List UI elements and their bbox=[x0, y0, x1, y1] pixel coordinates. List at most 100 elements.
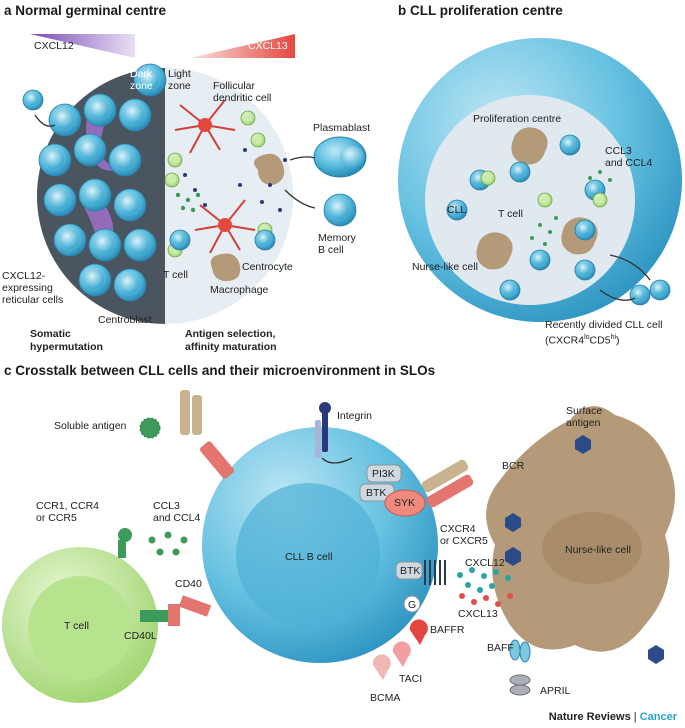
g-protein bbox=[403, 595, 421, 613]
btk-box-2 bbox=[395, 561, 423, 580]
somatic-label-2: hypermutation bbox=[30, 341, 103, 353]
nurse-label-c: Nurse-like cell bbox=[565, 544, 631, 556]
macrophage-label: Macrophage bbox=[210, 284, 269, 296]
light-zone bbox=[165, 68, 293, 324]
entry-arrow bbox=[34, 114, 56, 127]
t-cell-label-c: T cell bbox=[64, 620, 89, 632]
to-memory-arrow bbox=[284, 189, 316, 209]
soluble-antigen bbox=[139, 417, 161, 439]
chemokine-dots bbox=[175, 192, 201, 213]
cxcr-end: ) bbox=[616, 334, 620, 347]
reticular-label-1: CXCL12- bbox=[2, 270, 46, 282]
panel-a-title: a Normal germinal centre bbox=[4, 3, 167, 18]
syk-ellipse bbox=[384, 489, 426, 517]
cxcl13-dots bbox=[459, 593, 513, 607]
exit-arrow bbox=[599, 289, 636, 301]
macrophage bbox=[254, 153, 285, 185]
cxcr-label-c-2: or CXCR5 bbox=[440, 535, 488, 547]
surface-antigens bbox=[505, 435, 664, 664]
centrocyte-label: Centrocyte bbox=[242, 261, 293, 273]
reticular-label-2: expressing bbox=[2, 282, 53, 294]
bcma-label: BCMA bbox=[370, 692, 401, 704]
ccl-dots-c bbox=[148, 531, 188, 556]
antigen-sel-label-2: affinity maturation bbox=[185, 341, 277, 353]
panel-c-title: c Crosstalk between CLL cells and their … bbox=[4, 363, 436, 378]
cd40-label: CD40 bbox=[175, 578, 202, 590]
taci-label: TACI bbox=[399, 673, 423, 685]
cd40-receptor bbox=[168, 604, 180, 626]
soluble-label: Soluble antigen bbox=[54, 420, 127, 432]
bcr-right bbox=[421, 459, 474, 508]
integrin-label: Integrin bbox=[337, 410, 373, 422]
t-cell-nucleus bbox=[28, 576, 132, 680]
ccl-label-2: and CCL4 bbox=[605, 157, 653, 169]
light-zone-label-2: zone bbox=[168, 80, 191, 92]
ccl-label-1: CCL3 bbox=[605, 145, 632, 157]
cll-b-cell-label: CLL B cell bbox=[285, 551, 333, 563]
cxcl13-label: CXCL13 bbox=[248, 40, 288, 52]
panel-b bbox=[398, 38, 682, 322]
cxcr-sup-lo: lo bbox=[584, 334, 590, 341]
plasmablast-label: Plasmablast bbox=[313, 122, 371, 134]
panel-c bbox=[2, 390, 675, 703]
ccl-dots bbox=[530, 170, 612, 246]
cxcr-text: (CXCR4 bbox=[545, 334, 585, 347]
april-label: APRIL bbox=[540, 685, 571, 697]
btk-label-2: BTK bbox=[400, 565, 421, 577]
memory-label-2: B cell bbox=[318, 244, 344, 256]
taci-receptor bbox=[392, 641, 411, 667]
fdc-body bbox=[218, 218, 232, 232]
cxcl13-gradient bbox=[190, 34, 295, 58]
baffr-receptor bbox=[409, 619, 428, 645]
memory-b-cell bbox=[323, 193, 357, 227]
ccl-label-c-1: CCL3 bbox=[153, 500, 180, 512]
dark-zone-label-2: zone bbox=[130, 80, 153, 92]
cd40l-ligand bbox=[140, 610, 170, 622]
t-cell-label-a: T cell bbox=[163, 269, 188, 281]
cll-label-b: CLL bbox=[447, 204, 467, 216]
centroblast-label: Centroblast bbox=[98, 314, 152, 326]
cxcl12-label-c: CXCL12 bbox=[465, 557, 505, 569]
light-zone-label-1: Light bbox=[168, 68, 191, 80]
follicular-dendritic-cells bbox=[174, 99, 256, 254]
baffr-label: BAFFR bbox=[430, 624, 465, 636]
cd40l-label: CD40L bbox=[124, 630, 157, 642]
nurse-label-b: Nurse-like cell bbox=[412, 261, 478, 273]
april-ligand bbox=[509, 674, 531, 696]
centrocyte bbox=[254, 229, 276, 251]
bcr-label: BCR bbox=[502, 460, 525, 472]
dark-zone-label-1: Dark bbox=[130, 68, 153, 80]
cxcr-label-c-1: CXCR4 bbox=[440, 523, 476, 535]
cxcr-label: (CXCR4loCD5hi) bbox=[545, 332, 620, 347]
cll-b-cell-nucleus bbox=[236, 483, 380, 627]
baff-ligand bbox=[509, 639, 531, 663]
naive-b-cell bbox=[22, 89, 44, 111]
bcma-receptor bbox=[372, 654, 391, 680]
proliferation-label: Proliferation centre bbox=[473, 113, 562, 125]
somatic-label-1: Somatic bbox=[30, 328, 71, 340]
memory-label-1: Memory bbox=[318, 232, 356, 244]
cxcr4-receptor bbox=[424, 560, 446, 585]
ccr-receptor bbox=[118, 528, 132, 558]
cd5-sup-hi: hi bbox=[610, 334, 617, 341]
cd5-text: CD5 bbox=[589, 334, 611, 347]
plasmablast bbox=[313, 136, 367, 178]
btk-label: BTK bbox=[366, 487, 387, 499]
reticular-label-3: reticular cells bbox=[2, 294, 64, 306]
journal-footer: Nature Reviews | Cancer bbox=[549, 711, 677, 723]
g-label: G bbox=[408, 599, 417, 611]
panel-b-title: b CLL proliferation centre bbox=[398, 3, 563, 18]
t-cell-label-b: T cell bbox=[498, 208, 523, 220]
syk-label: SYK bbox=[394, 497, 416, 509]
to-plasmablast-arrow bbox=[289, 156, 316, 161]
journal-section: Cancer bbox=[639, 711, 677, 723]
recent-label: Recently divided CLL cell bbox=[545, 319, 663, 331]
journal-sep: | bbox=[630, 711, 640, 723]
centrocyte bbox=[169, 229, 191, 251]
bcr-left bbox=[180, 390, 234, 479]
journal-name: Nature Reviews bbox=[548, 711, 631, 723]
ccl-label-c-2: and CCL4 bbox=[153, 512, 201, 524]
macrophage bbox=[210, 253, 241, 282]
baff-label: BAFF bbox=[487, 642, 514, 654]
cxcl13-label-c: CXCL13 bbox=[458, 608, 498, 620]
